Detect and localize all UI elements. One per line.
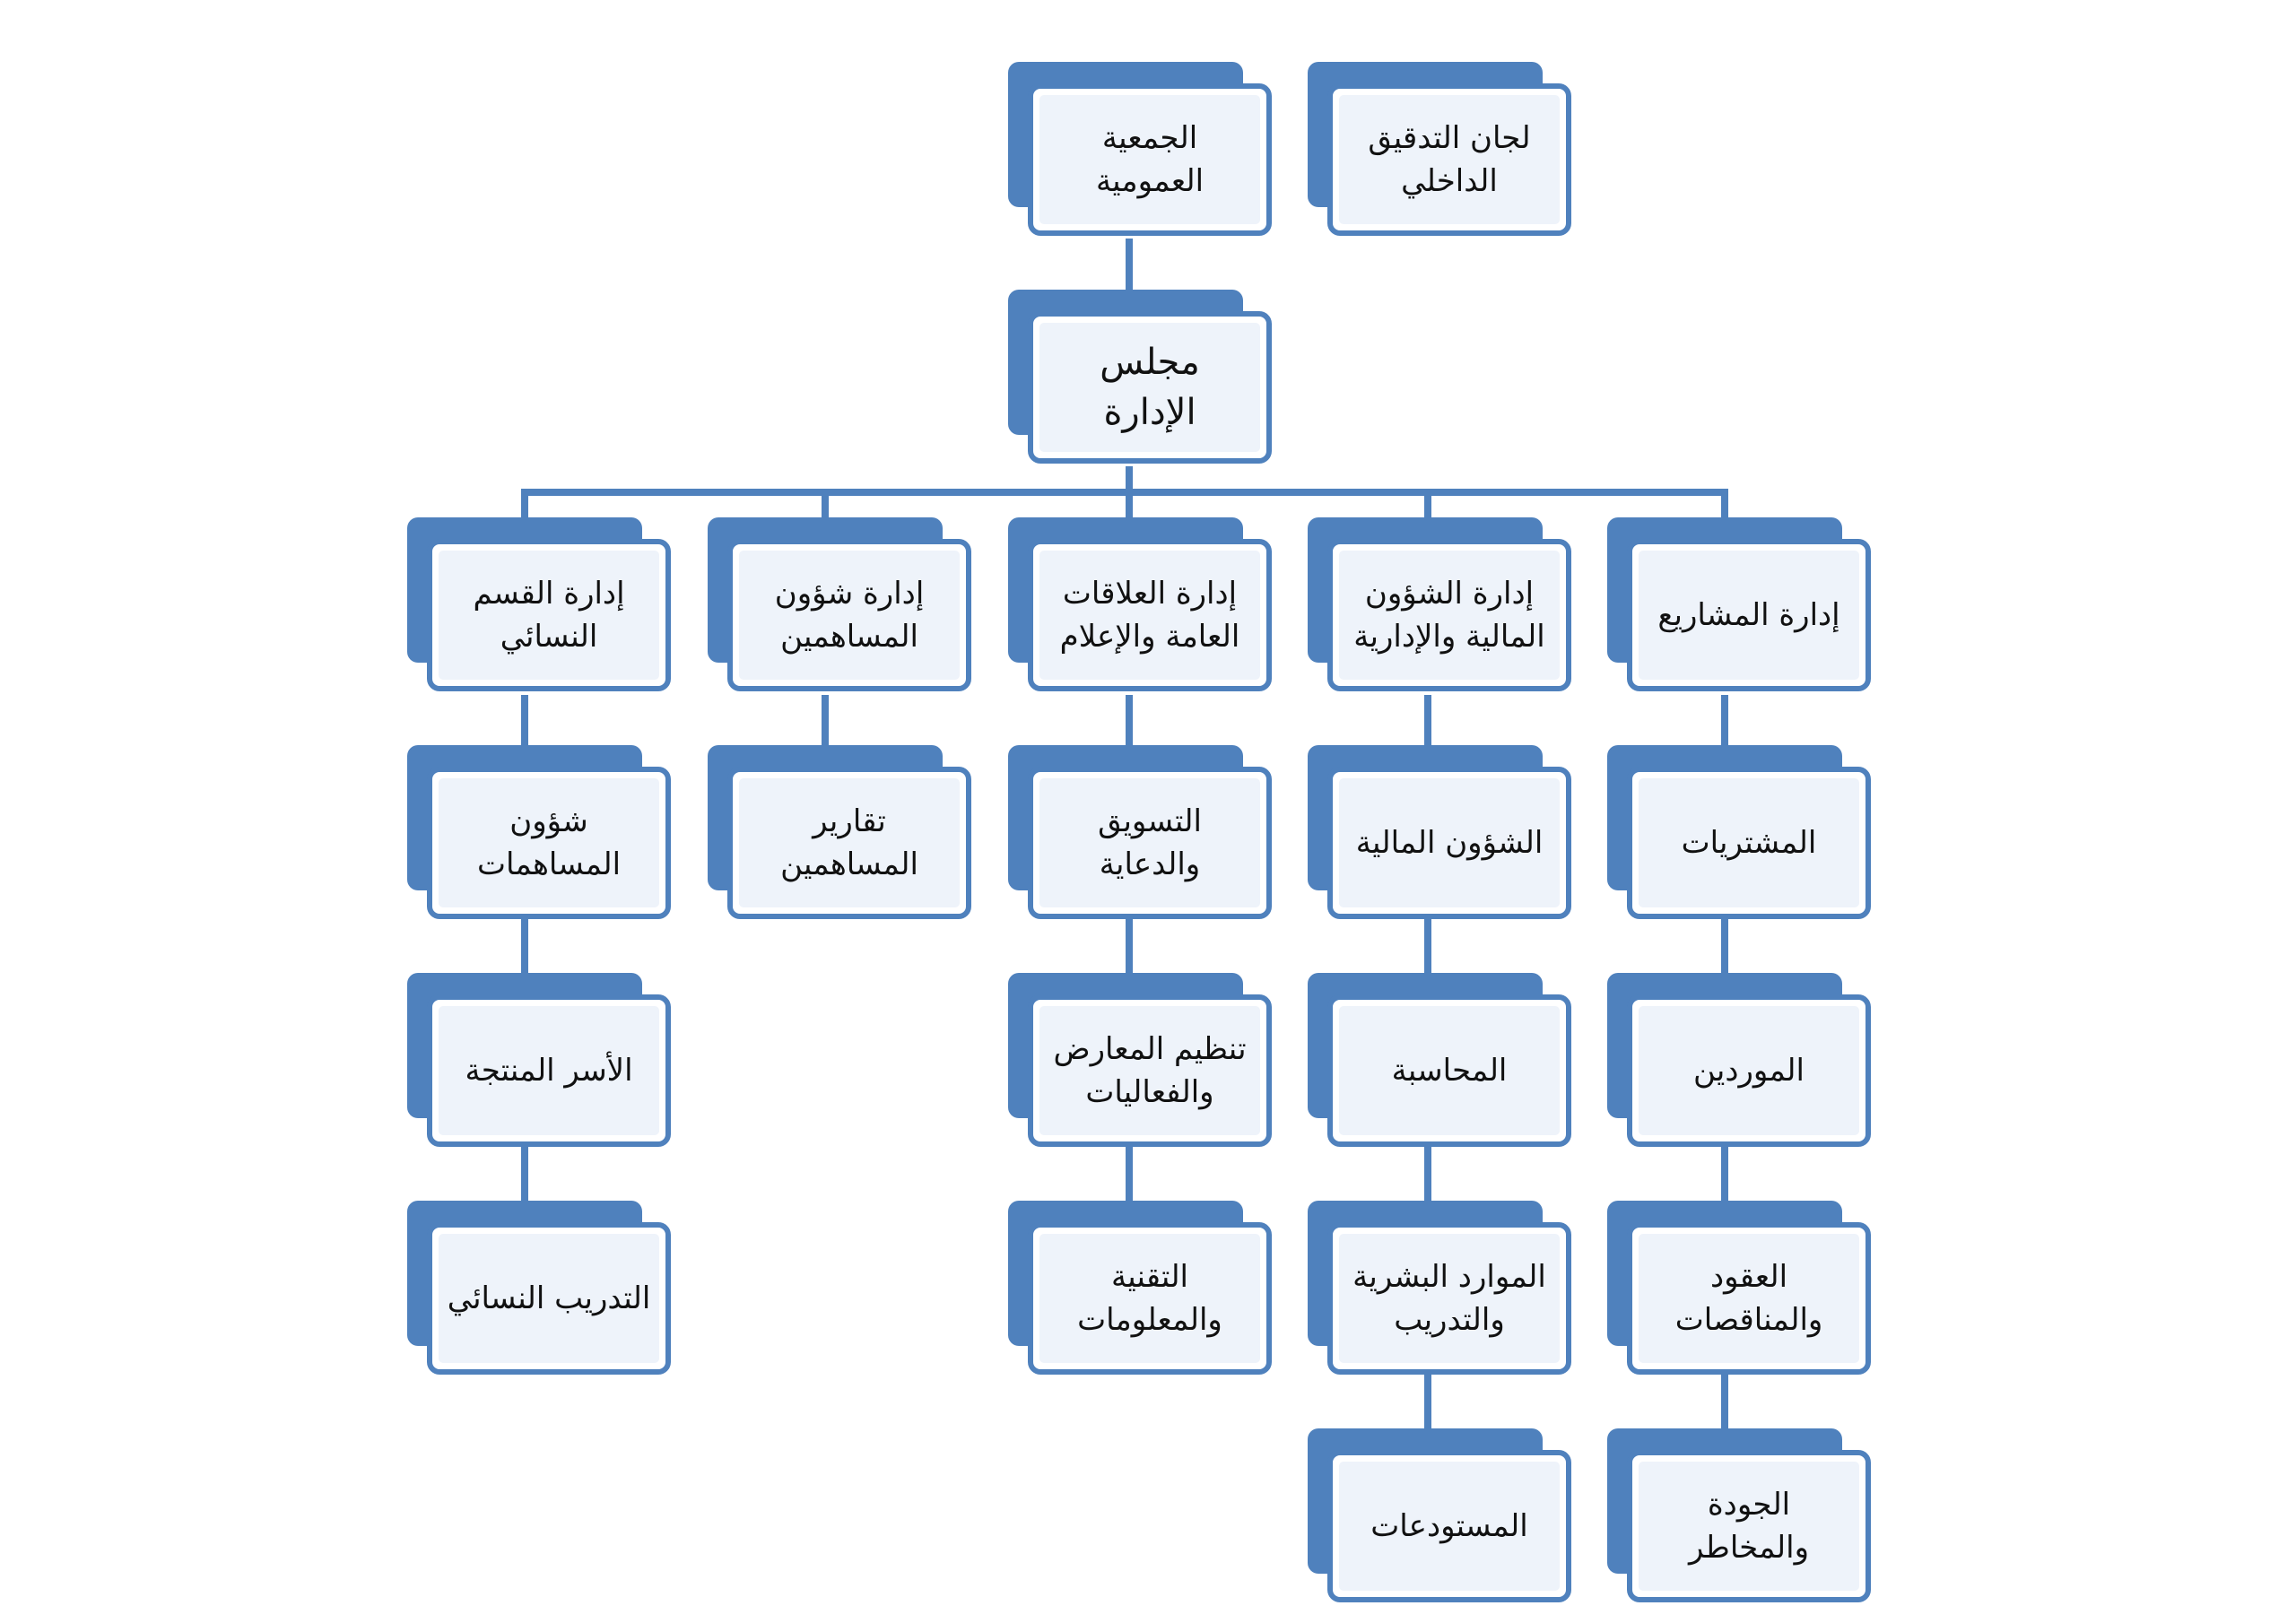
node-label: التسويق والدعاية <box>1098 803 1202 882</box>
node-projects-dept: إدارة المشاريع <box>1607 517 1876 697</box>
node-label: المشتريات <box>1681 825 1817 861</box>
node-women-training: التدريب النسائي <box>407 1201 676 1380</box>
node-hr-training: الموارد البشرية والتدريب <box>1308 1201 1577 1380</box>
node-label: إدارة العلاقات العامة والإعلام <box>1059 576 1240 655</box>
node-label: الجمعية العمومية <box>1095 120 1205 199</box>
node-label: مجلس الإدارة <box>1100 342 1200 433</box>
node-women-section-dept: إدارة القسم النسائي <box>407 517 676 697</box>
node-label: الجودة والمخاطر <box>1689 1487 1810 1566</box>
node-label: الموارد البشرية والتدريب <box>1352 1259 1546 1338</box>
node-label: شؤون المساهمات <box>476 803 622 882</box>
node-label: تنظيم المعارض والفعاليات <box>1053 1031 1247 1110</box>
node-general-assembly: الجمعية العمومية <box>1008 62 1277 241</box>
node-label: الموردين <box>1693 1053 1805 1089</box>
node-label: التدريب النسائي <box>447 1280 651 1316</box>
node-board: مجلس الإدارة <box>1008 290 1277 469</box>
node-suppliers: الموردين <box>1607 973 1876 1152</box>
node-internal-audit: لجان التدقيق الداخلي <box>1308 62 1577 241</box>
node-label: تقارير المساهمين <box>780 803 918 882</box>
node-purchases: المشتريات <box>1607 745 1876 924</box>
node-accounting: المحاسبة <box>1308 973 1577 1152</box>
node-finance-admin-dept: إدارة الشؤون المالية والإدارية <box>1308 517 1577 697</box>
node-warehouses: المستودعات <box>1308 1428 1577 1608</box>
node-label: الشؤون المالية <box>1355 825 1544 861</box>
node-label: إدارة القسم النسائي <box>473 576 625 655</box>
node-exhibitions-events: تنظيم المعارض والفعاليات <box>1008 973 1277 1152</box>
node-label: المحاسبة <box>1391 1053 1508 1089</box>
node-it: التقنية والمعلومات <box>1008 1201 1277 1380</box>
node-financial-affairs: الشؤون المالية <box>1308 745 1577 924</box>
node-label: إدارة المشاريع <box>1657 597 1840 633</box>
node-quality-risks: الجودة والمخاطر <box>1607 1428 1876 1608</box>
node-productive-families: الأسر المنتجة <box>407 973 676 1152</box>
node-shareholder-reports: تقارير المساهمين <box>708 745 977 924</box>
node-label: الأسر المنتجة <box>465 1053 633 1089</box>
node-pr-media-dept: إدارة العلاقات العامة والإعلام <box>1008 517 1277 697</box>
node-label: التقنية والمعلومات <box>1077 1259 1222 1338</box>
node-label: المستودعات <box>1370 1508 1528 1544</box>
node-label: العقود والمناقصات <box>1674 1259 1823 1338</box>
node-label: لجان التدقيق الداخلي <box>1368 120 1531 199</box>
node-shareholders-dept: إدارة شؤون المساهمين <box>708 517 977 697</box>
node-contributions-affairs: شؤون المساهمات <box>407 745 676 924</box>
node-label: إدارة الشؤون المالية والإدارية <box>1353 576 1545 655</box>
node-marketing-advertising: التسويق والدعاية <box>1008 745 1277 924</box>
node-label: إدارة شؤون المساهمين <box>774 576 925 655</box>
node-contracts-tenders: العقود والمناقصات <box>1607 1201 1876 1380</box>
